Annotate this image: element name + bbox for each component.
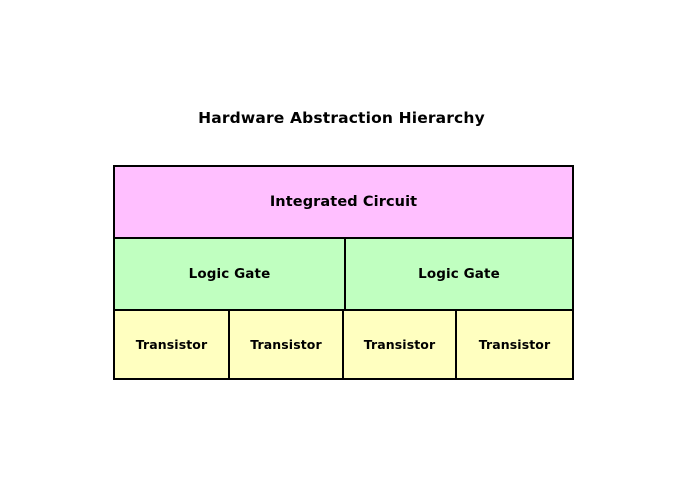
tier-row-logic-gate: Logic Gate Logic Gate: [115, 237, 572, 309]
node-logic-gate-2[interactable]: Logic Gate: [344, 239, 572, 309]
tier-row-integrated-circuit: Integrated Circuit: [115, 167, 572, 237]
node-logic-gate-1[interactable]: Logic Gate: [115, 239, 344, 309]
hardware-abstraction-hierarchy-diagram: Integrated Circuit Logic Gate Logic Gate…: [113, 165, 574, 380]
node-transistor-3[interactable]: Transistor: [342, 311, 455, 378]
node-transistor-4[interactable]: Transistor: [455, 311, 572, 378]
node-integrated-circuit[interactable]: Integrated Circuit: [115, 167, 572, 237]
tier-row-transistor: Transistor Transistor Transistor Transis…: [115, 309, 572, 378]
node-transistor-2[interactable]: Transistor: [228, 311, 342, 378]
page-title: Hardware Abstraction Hierarchy: [198, 109, 485, 127]
node-transistor-1[interactable]: Transistor: [115, 311, 228, 378]
